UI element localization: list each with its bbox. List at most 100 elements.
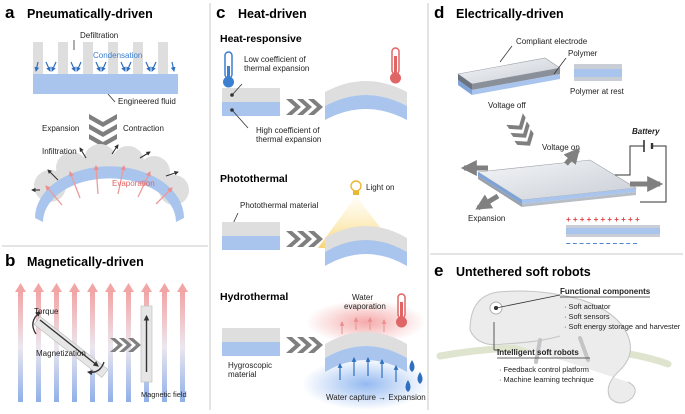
water-evaporation-arrows xyxy=(339,317,387,334)
panel-d: d Electrically-driven Compliant electrod… xyxy=(434,3,667,248)
expansion-arrows xyxy=(460,147,664,211)
functional-item-1: · Soft actuator xyxy=(564,302,611,311)
high-cte-leader xyxy=(231,109,249,129)
polymer-label: Polymer xyxy=(568,49,598,58)
actuator-expanded xyxy=(477,159,637,207)
actuator-at-rest xyxy=(457,57,561,95)
functional-item-3: · Soft energy storage and harvester xyxy=(564,322,681,331)
hot-thermometer-icon xyxy=(390,47,401,84)
hygroscopic-top-layer xyxy=(222,328,280,342)
high-cte-layer xyxy=(222,102,280,116)
bent-hydro-top-layer xyxy=(325,332,407,358)
hydrothermal-heading: Hydrothermal xyxy=(220,291,288,303)
panel-d-title: Electrically-driven xyxy=(456,7,564,21)
water-evaporation-line2: evaporation xyxy=(344,302,386,311)
chameleon-illustration xyxy=(436,290,672,404)
cold-thermometer-icon xyxy=(223,51,234,88)
water-evaporation-line1: Water xyxy=(352,293,373,302)
panel-c: c Heat-driven Heat-responsive Low coeffi… xyxy=(216,3,430,410)
torque-label: Torque xyxy=(34,307,59,316)
functional-item-2: · Soft sensors xyxy=(564,312,610,321)
pillar-array xyxy=(33,42,178,94)
d-chevrons xyxy=(506,113,534,146)
battery-label: Battery xyxy=(632,127,660,136)
engineered-fluid-layer xyxy=(33,74,178,94)
light-bulb-icon xyxy=(350,180,362,195)
infiltration-arrows xyxy=(31,144,179,193)
panel-c-title: Heat-driven xyxy=(238,7,307,21)
evaporation-label: Evaporation xyxy=(112,179,155,188)
c-chevrons-2 xyxy=(286,231,323,247)
charged-layer-stack xyxy=(566,225,660,237)
tilted-magnet xyxy=(33,316,109,378)
aligned-magnet xyxy=(140,305,153,383)
curved-pillar-array xyxy=(34,144,189,222)
heat-responsive-heading: Heat-responsive xyxy=(220,33,302,45)
electrode-leader xyxy=(499,45,513,63)
contraction-label: Contraction xyxy=(123,124,164,133)
panel-e: e Untethered soft robots Functional comp… xyxy=(434,261,681,404)
hygroscopic-line1: Hygroscopic xyxy=(228,361,272,370)
bent-high-cte-layer xyxy=(325,95,407,120)
panel-a: a Pneumatically-driven Defiltration Cond… xyxy=(5,3,189,222)
expansion-label-d: Expansion xyxy=(468,214,505,223)
panel-c-letter: c xyxy=(216,3,225,22)
panel-d-letter: d xyxy=(434,3,444,22)
low-cte-layer xyxy=(222,88,280,102)
heat-glow xyxy=(306,300,426,344)
functional-dot xyxy=(494,306,498,310)
expansion-contraction-chevrons xyxy=(89,114,117,147)
low-cte-dot xyxy=(230,93,234,97)
hydro-thermometer-icon xyxy=(396,293,407,328)
positive-charges: + + + + + + + + + + + xyxy=(566,215,640,224)
low-cte-line2: thermal expansion xyxy=(244,64,309,73)
chameleon-body xyxy=(469,290,636,404)
bent-photothermal-substrate xyxy=(325,240,407,266)
magnetic-field-label: Magnetic field xyxy=(141,390,187,399)
water-drop-icons xyxy=(405,360,423,392)
magnetic-field-lines xyxy=(15,283,188,402)
water-capture-arrows xyxy=(337,357,399,382)
panel-b-title: Magnetically-driven xyxy=(27,255,144,269)
intelligent-item-1: · Feedback control platform xyxy=(499,365,589,374)
voltage-off-label: Voltage off xyxy=(488,101,526,110)
polymer-at-rest-label: Polymer at rest xyxy=(570,87,625,96)
high-cte-line1: High coefficient of xyxy=(256,126,320,135)
engineered-fluid-leader xyxy=(107,93,116,103)
compliant-electrode-label: Compliant electrode xyxy=(516,37,588,46)
low-cte-leader xyxy=(231,83,243,96)
negative-charges: – – – – – – – – – – – xyxy=(566,239,638,248)
water-capture-label: Water capture → Expansion xyxy=(326,393,426,402)
panel-a-letter: a xyxy=(5,3,15,22)
water-glow xyxy=(302,358,430,410)
panel-a-title: Pneumatically-driven xyxy=(27,7,153,21)
high-cte-line2: thermal expansion xyxy=(256,135,321,144)
engineered-fluid-label: Engineered fluid xyxy=(118,97,176,106)
bent-photothermal-layer xyxy=(325,226,407,252)
photothermal-material-label: Photothermal material xyxy=(240,201,318,210)
panel-b: b Magnetically-driven xyxy=(5,251,188,402)
evaporation-arrows xyxy=(45,164,173,206)
bent-low-cte-layer xyxy=(325,81,407,106)
photothermal-heading: Photothermal xyxy=(220,173,288,185)
b-chevrons xyxy=(110,338,141,352)
expansion-label: Expansion xyxy=(42,124,79,133)
photothermal-substrate-layer xyxy=(222,236,280,250)
panel-e-title: Untethered soft robots xyxy=(456,265,591,279)
low-cte-line1: Low coefficient of xyxy=(244,55,306,64)
functional-leader xyxy=(495,294,561,309)
intelligent-heading: Intelligent soft robots xyxy=(497,348,579,357)
infiltration-label: Infiltration xyxy=(42,147,77,156)
c-chevrons-1 xyxy=(286,99,323,115)
c-chevrons-3 xyxy=(286,337,323,353)
light-on-label: Light on xyxy=(366,183,394,192)
magnetization-label: Magnetization xyxy=(36,349,86,358)
polymer-at-rest-swatch xyxy=(574,64,622,81)
high-cte-dot xyxy=(230,108,234,112)
intelligent-item-2: · Machine learning technique xyxy=(499,375,594,384)
panel-e-letter: e xyxy=(434,261,443,280)
hygroscopic-line2: material xyxy=(228,370,257,379)
torque-arrow xyxy=(32,311,41,335)
photothermal-layer xyxy=(222,222,280,236)
panel-b-letter: b xyxy=(5,251,15,270)
